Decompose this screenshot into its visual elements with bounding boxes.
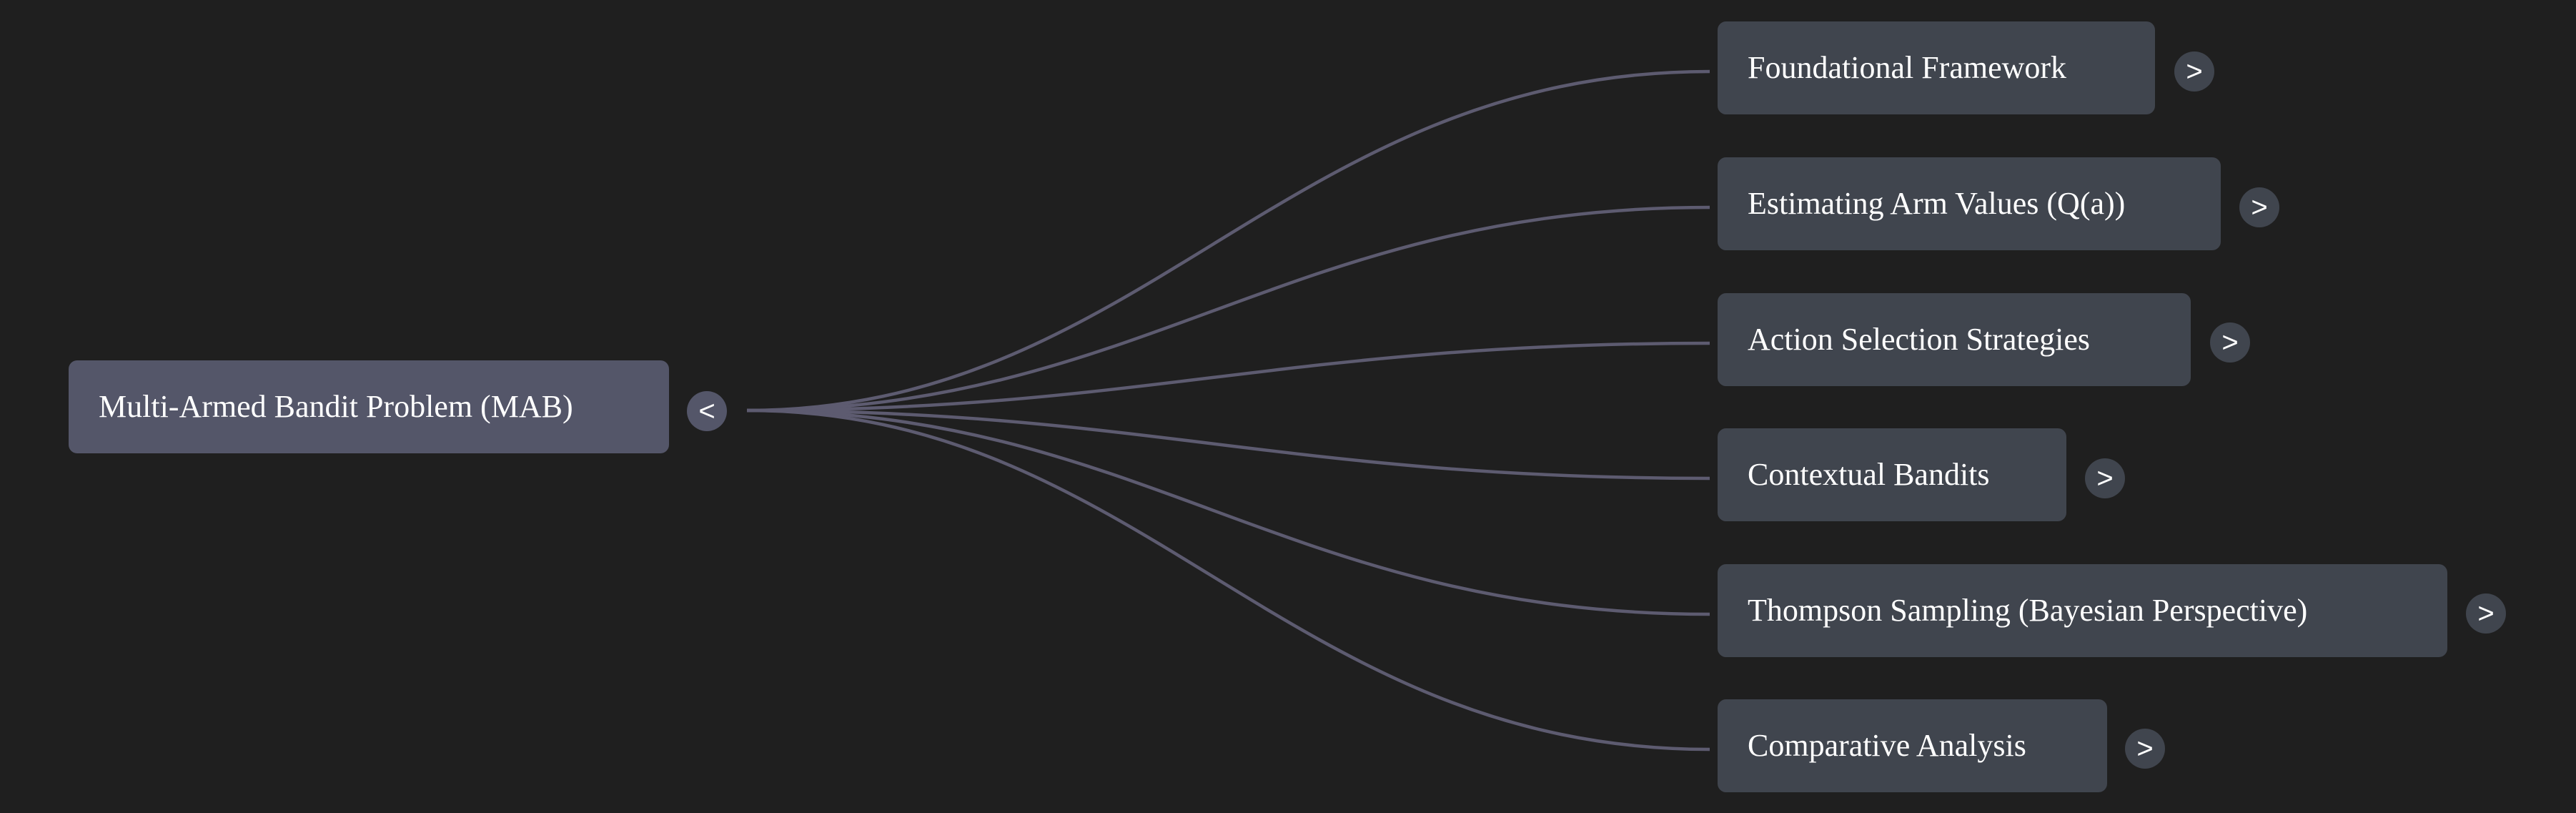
node-thompson-sampling[interactable]: Thompson Sampling (Bayesian Perspective) bbox=[1718, 564, 2447, 657]
edge-comparative-analysis bbox=[746, 408, 1710, 752]
edge-contextual-bandits bbox=[746, 408, 1710, 481]
node-estimating-arm-values[interactable]: Estimating Arm Values (Q(a)) bbox=[1718, 157, 2221, 250]
collapse-toggle-icon[interactable]: < bbox=[687, 391, 727, 431]
expand-toggle-icon[interactable]: > bbox=[2466, 593, 2506, 634]
node-contextual-bandits[interactable]: Contextual Bandits bbox=[1718, 428, 2066, 521]
expand-toggle-icon[interactable]: > bbox=[2210, 322, 2250, 363]
expand-toggle-icon[interactable]: > bbox=[2085, 458, 2125, 498]
expand-toggle-icon[interactable]: > bbox=[2125, 729, 2165, 769]
expand-toggle-icon[interactable]: > bbox=[2174, 51, 2214, 92]
node-action-selection-strategies[interactable]: Action Selection Strategies bbox=[1718, 293, 2191, 386]
edge-estimating-arm-values bbox=[746, 205, 1710, 413]
edge-foundational-framework bbox=[746, 69, 1710, 413]
node-foundational-framework[interactable]: Foundational Framework bbox=[1718, 21, 2155, 114]
edge-thompson-sampling bbox=[746, 408, 1710, 616]
expand-toggle-icon[interactable]: > bbox=[2239, 187, 2279, 227]
root-node[interactable]: Multi-Armed Bandit Problem (MAB) bbox=[69, 360, 669, 453]
node-comparative-analysis[interactable]: Comparative Analysis bbox=[1718, 699, 2107, 792]
edge-action-selection-strategies bbox=[746, 341, 1710, 413]
